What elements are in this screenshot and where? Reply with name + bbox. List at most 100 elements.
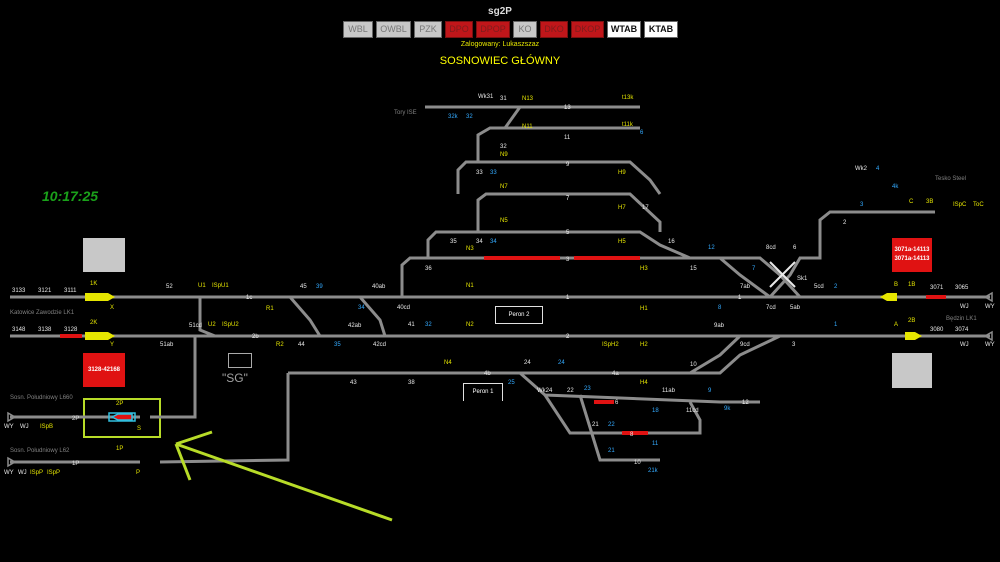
signal-label[interactable]: N7 [500,184,508,190]
track-label: 3071 [930,285,944,291]
signal-label[interactable]: N11 [522,124,533,130]
signal-label[interactable]: H4 [640,380,648,386]
signal-label[interactable]: N4 [444,360,452,366]
dkop-button[interactable]: DKOP [571,21,604,38]
track-id: 21k [648,468,659,474]
pzk-button[interactable]: PZK [414,21,442,38]
track-label: 17 [642,205,649,211]
signal-label[interactable]: ToC [973,202,984,208]
signal-label[interactable]: 2B [908,318,915,324]
track-label: 3111 [64,288,77,294]
track-id: 34 [358,305,365,311]
signal-label[interactable]: R2 [276,342,284,348]
signal-label[interactable]: ISpU1 [212,283,229,289]
signal-label[interactable]: X [110,305,114,311]
signal-label[interactable]: ISpU2 [222,322,239,328]
signal-label[interactable]: 1P [116,446,123,452]
track-label: 8cd [766,245,776,251]
track-number: 9 [566,162,570,168]
track-label: 36 [425,266,432,272]
direction-label: Tory ISE [394,110,417,116]
track-label: 11cd [686,408,699,414]
signal-label[interactable]: C [909,199,914,205]
wbl-button[interactable]: WBL [343,21,373,38]
signal-label[interactable]: 2P [116,401,123,407]
window-title: sg2P [488,6,512,17]
track-label: 40ab [372,284,386,290]
signal-label[interactable]: ISpH2 [602,342,619,348]
signal-label[interactable]: 3B [926,199,933,205]
right-status-panel [892,353,932,388]
signal-label[interactable]: R1 [266,306,274,312]
wtab-button[interactable]: WTAB [607,21,641,38]
signal-label[interactable]: S [137,426,141,432]
track-label: 34 [476,239,483,245]
track-id: 34 [490,239,497,245]
train-number-text: 3128-42168 [87,366,121,373]
track-label: 1c [246,295,252,301]
signal-label[interactable]: A [894,322,898,328]
track-label: 32 [500,144,507,150]
signal-label[interactable]: 2K [90,320,97,326]
platform-2: Peron 2 [495,306,543,324]
signal-label[interactable]: ISpB [40,424,53,430]
signal-label[interactable]: 1K [90,281,97,287]
signal-label[interactable]: t11k [622,122,634,128]
track-label: 3074 [955,327,969,333]
track-label: 3138 [38,327,52,333]
ko-button[interactable]: KO [513,21,537,38]
signal-label[interactable]: ISpC [953,202,967,208]
ktab-button[interactable]: KTAB [644,21,678,38]
signal-label[interactable]: N2 [466,322,474,328]
selected-signal [108,412,136,422]
signal-label[interactable]: H5 [618,239,626,245]
track-label: 45 [300,284,307,290]
signal-label[interactable]: 1B [908,282,915,288]
signal-label[interactable]: B [894,282,898,288]
signal-label[interactable]: H1 [640,306,648,312]
direction-label: Katowice Zawodzie LK1 [10,310,75,316]
signal-label[interactable]: H7 [618,205,626,211]
signal-label[interactable]: H2 [640,342,648,348]
signal-label[interactable]: N3 [466,246,474,252]
dko-button[interactable]: DKO [540,21,568,38]
track-label: 35 [450,239,457,245]
signal-label[interactable]: P [136,470,140,476]
signal-label[interactable]: H9 [618,170,626,176]
track-label: 43 [350,380,357,386]
track-number: 7 [566,196,570,202]
signal-label[interactable]: U2 [208,322,216,328]
track-number: 4b [484,371,491,377]
track-id: 32k [448,114,459,120]
track-label: 3148 [12,327,26,333]
signal-label[interactable]: N5 [500,218,508,224]
signal-label[interactable]: N1 [466,283,474,289]
train-number-panel-left[interactable]: 3128-42168 [83,353,125,387]
dpo-button[interactable]: DPO [445,21,473,38]
track-id: 32 [466,114,473,120]
signal-label[interactable]: t13k [622,95,634,101]
track-id: 23 [584,386,591,392]
signal-label[interactable]: N9 [500,152,508,158]
signal-label[interactable]: H3 [640,266,648,272]
track-label: 3121 [38,288,52,294]
sg-icon[interactable] [228,353,252,368]
track-label: 9ab [714,323,725,329]
owbl-button[interactable]: OWBL [376,21,411,38]
track-id: 8 [718,305,722,311]
signal-label[interactable]: N13 [522,96,534,102]
track-label: WJ [20,424,29,430]
toolbar: WBL OWBL PZK DPO DPOP KO DKO DKOP WTAB K… [343,21,678,38]
track-label: WJ [960,342,969,348]
signal-label[interactable]: U1 [198,283,206,289]
signal-label[interactable]: Y [110,342,114,348]
track-id: 22 [608,422,615,428]
signal-label[interactable]: ISpP [30,470,43,476]
track-number: 5 [566,230,570,236]
signal-label[interactable]: ISpP [47,470,60,476]
track-label: WJ [18,470,27,476]
annotation-arrow [174,430,393,522]
dpop-button[interactable]: DPOP [476,21,510,38]
